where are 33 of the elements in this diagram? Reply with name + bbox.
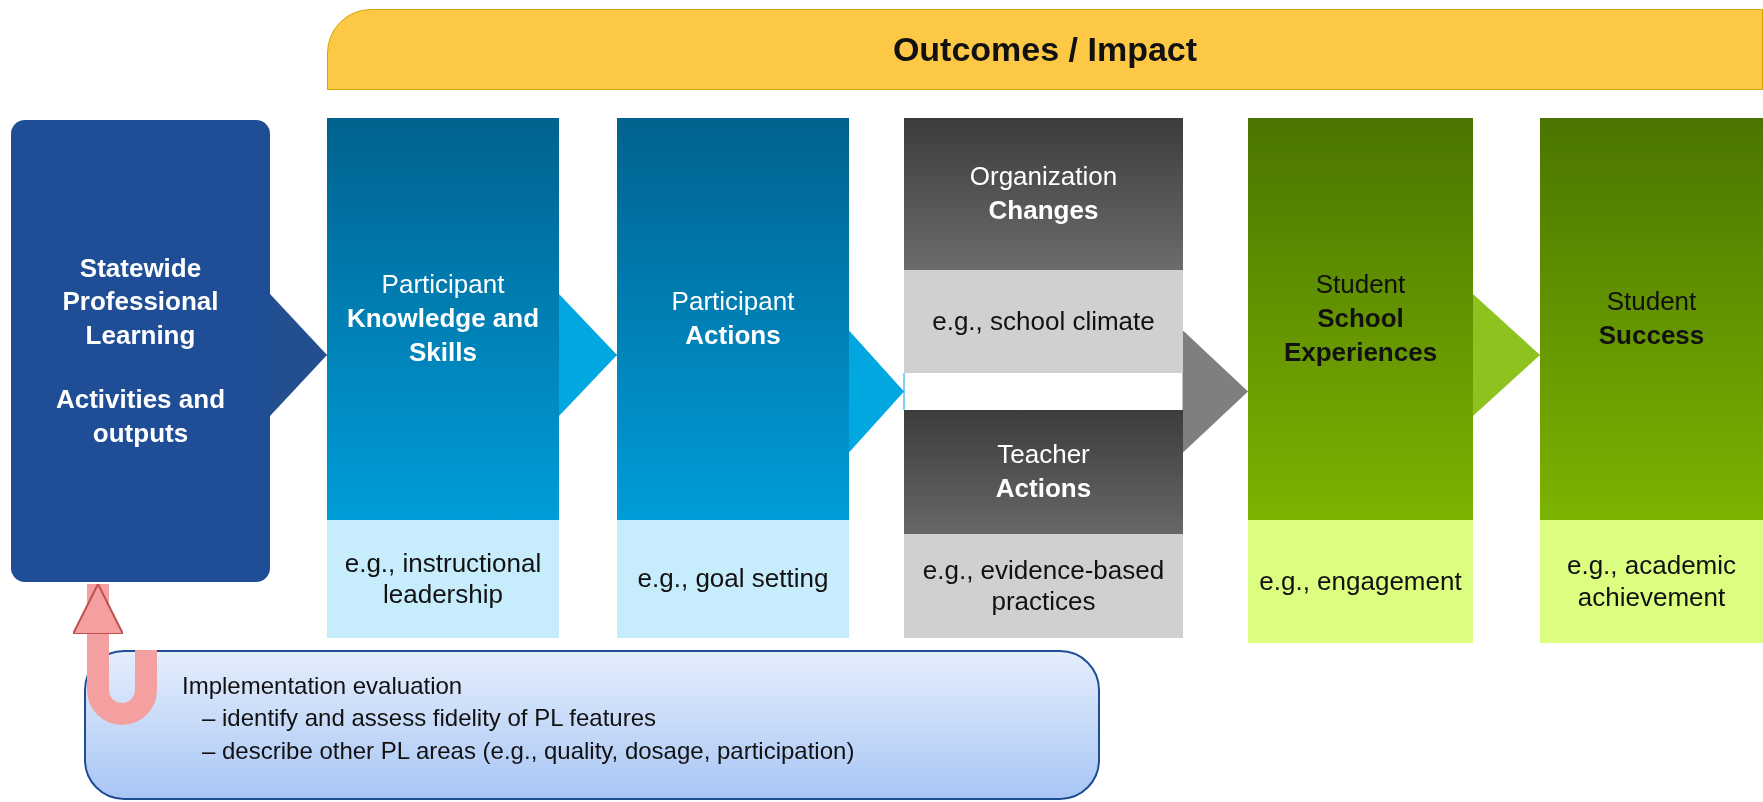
chevron-arrow bbox=[558, 294, 618, 416]
stage-heading: Organization Changes bbox=[969, 160, 1118, 227]
stage-column bbox=[1248, 118, 1473, 643]
chevron-arrow bbox=[1182, 330, 1249, 453]
chevron-arrow bbox=[269, 294, 328, 416]
stage-column bbox=[327, 118, 559, 638]
stage-column bbox=[1540, 118, 1763, 643]
example-text: e.g., academic achievement bbox=[1540, 520, 1763, 643]
list-item: – identify and assess fidelity of PL features bbox=[201, 703, 658, 734]
banner-title: Outcomes / Impact bbox=[892, 30, 1198, 69]
chevron-arrow bbox=[1472, 294, 1541, 416]
example-text: e.g., school climate bbox=[904, 270, 1183, 373]
stage-heading: Student Success bbox=[1598, 285, 1705, 352]
stage-column bbox=[904, 118, 1183, 373]
stage-heading: Participant Actions bbox=[671, 285, 795, 352]
example-text: e.g., evidence-based practices bbox=[904, 534, 1183, 638]
stage-column bbox=[904, 410, 1183, 638]
u-turn-arrow bbox=[72, 583, 157, 725]
box-heading: Implementation evaluation bbox=[182, 671, 464, 701]
box-text: Statewide Professional Learning bbox=[61, 251, 220, 353]
list-item: – describe other PL areas (e.g., quality, dosage, participation) bbox=[201, 735, 856, 766]
stage-column bbox=[617, 118, 849, 638]
stage-heading: Student School Experiences bbox=[1282, 268, 1439, 369]
evaluation-box bbox=[84, 650, 1100, 800]
outcomes-banner bbox=[327, 9, 1763, 90]
stage-heading: Teacher Actions bbox=[995, 438, 1092, 505]
example-text: e.g., instructional leadership bbox=[327, 520, 559, 638]
box-text: Activities and outputs bbox=[54, 382, 227, 450]
stage-heading: Participant Knowledge and Skills bbox=[345, 268, 541, 369]
example-text: e.g., engagement bbox=[1248, 520, 1473, 643]
activities-box bbox=[11, 120, 270, 582]
example-text: e.g., goal setting bbox=[617, 520, 849, 638]
chevron-arrow bbox=[848, 330, 905, 453]
